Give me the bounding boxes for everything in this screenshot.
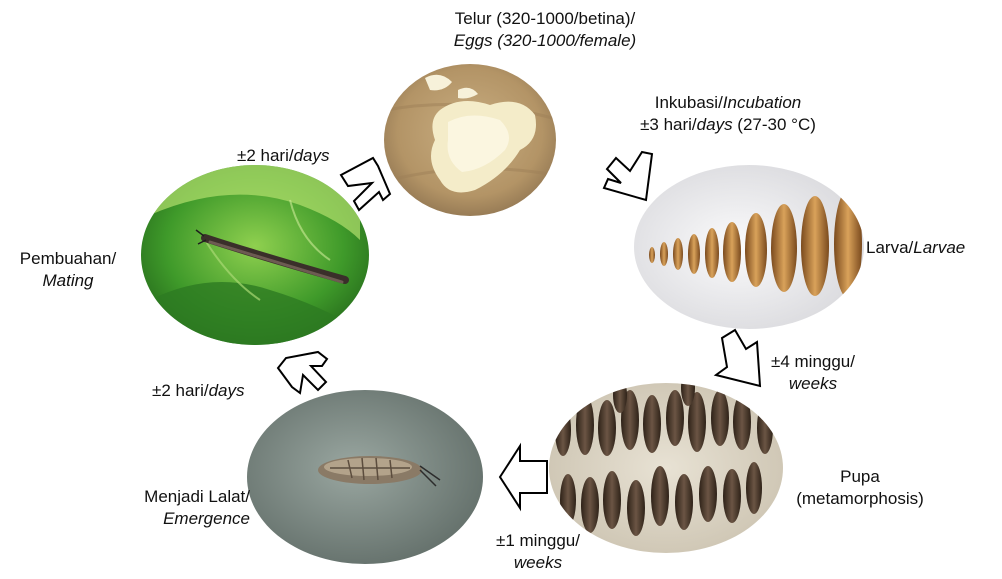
larvae-photo (634, 165, 864, 329)
pupa-to-fly-line1: ±1 minggu/ (478, 530, 598, 552)
eggs-label-en: Eggs (320-1000/female) (395, 30, 695, 52)
pupa-photo (549, 370, 783, 553)
pupa-label-line1: Pupa (780, 466, 940, 488)
pupa-to-fly-line2: weeks (478, 552, 598, 574)
pupa-label-line2: (metamorphosis) (780, 488, 940, 510)
larva-to-pupa-label: ±4 minggu/ weeks (758, 351, 868, 395)
mating-label-id: Pembuahan/ (8, 248, 128, 270)
pupa-label: Pupa (metamorphosis) (780, 466, 940, 510)
arrow-eggs-to-larvae (604, 152, 652, 200)
emergence-photo (247, 390, 483, 564)
mating-to-eggs-label: ±2 hari/days (237, 145, 330, 167)
arrow-mating-to-eggs (341, 158, 390, 210)
incubation-line2-en: days (697, 115, 733, 134)
incubation-label: Inkubasi/Incubation ±3 hari/days (27-30 … (608, 92, 848, 136)
incubation-line1-en: Incubation (723, 93, 801, 112)
mating-to-eggs-pre: ±2 hari/ (237, 146, 294, 165)
pupa-to-fly-label: ±1 minggu/ weeks (478, 530, 598, 574)
fly-to-mating-label: ±2 hari/days (152, 380, 245, 402)
incubation-line2: ±3 hari/days (27-30 °C) (608, 114, 848, 136)
mating-to-eggs-en: days (294, 146, 330, 165)
larvae-label-en: Larvae (913, 238, 965, 257)
larvae-label: Larva/Larvae (866, 237, 965, 259)
incubation-line2-post: (27-30 °C) (733, 115, 816, 134)
arrow-fly-to-mating (278, 352, 327, 393)
eggs-label: Telur (320-1000/betina)/ Eggs (320-1000/… (395, 8, 695, 52)
incubation-line1: Inkubasi/Incubation (608, 92, 848, 114)
mating-photo (141, 165, 369, 350)
fly-to-mating-pre: ±2 hari/ (152, 381, 209, 400)
mating-label: Pembuahan/ Mating (8, 248, 128, 292)
arrow-pupa-to-fly (500, 446, 547, 508)
eggs-photo (384, 64, 560, 216)
incubation-line1-id: Inkubasi/ (655, 93, 723, 112)
mating-label-en: Mating (8, 270, 128, 292)
emergence-label: Menjadi Lalat/ Emergence (100, 486, 250, 530)
eggs-label-id: Telur (320-1000/betina)/ (395, 8, 695, 30)
emergence-label-id: Menjadi Lalat/ (100, 486, 250, 508)
fly-to-mating-en: days (209, 381, 245, 400)
larvae-label-id: Larva/ (866, 238, 913, 257)
larva-to-pupa-line2: weeks (758, 373, 868, 395)
emergence-label-en: Emergence (100, 508, 250, 530)
larva-to-pupa-line1: ±4 minggu/ (758, 351, 868, 373)
arrow-larvae-to-pupa (716, 330, 760, 386)
incubation-line2-pre: ±3 hari/ (640, 115, 697, 134)
